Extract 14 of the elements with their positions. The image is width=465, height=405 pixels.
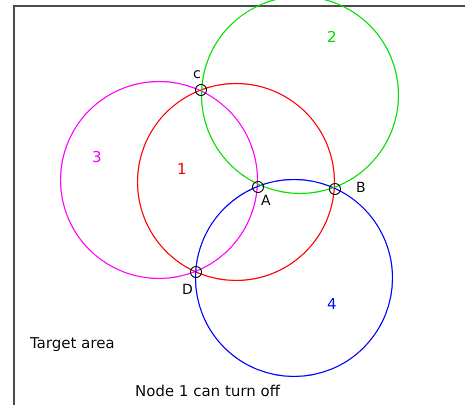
- point-label: B: [356, 181, 366, 195]
- coverage-circle: [137, 83, 335, 281]
- coverage-circle: [60, 81, 258, 279]
- node-number: 2: [327, 30, 337, 45]
- area-label: Target area: [30, 336, 115, 351]
- coverage-circle: [195, 179, 393, 377]
- point-label: D: [182, 283, 193, 297]
- point-label: c: [193, 67, 201, 81]
- caption-text: Node 1 can turn off: [135, 384, 280, 399]
- node-number: 3: [92, 150, 102, 165]
- point-label: A: [261, 194, 271, 208]
- target-area-frame: [13, 5, 465, 405]
- node-number: 4: [327, 297, 337, 312]
- node-number: 1: [177, 162, 187, 177]
